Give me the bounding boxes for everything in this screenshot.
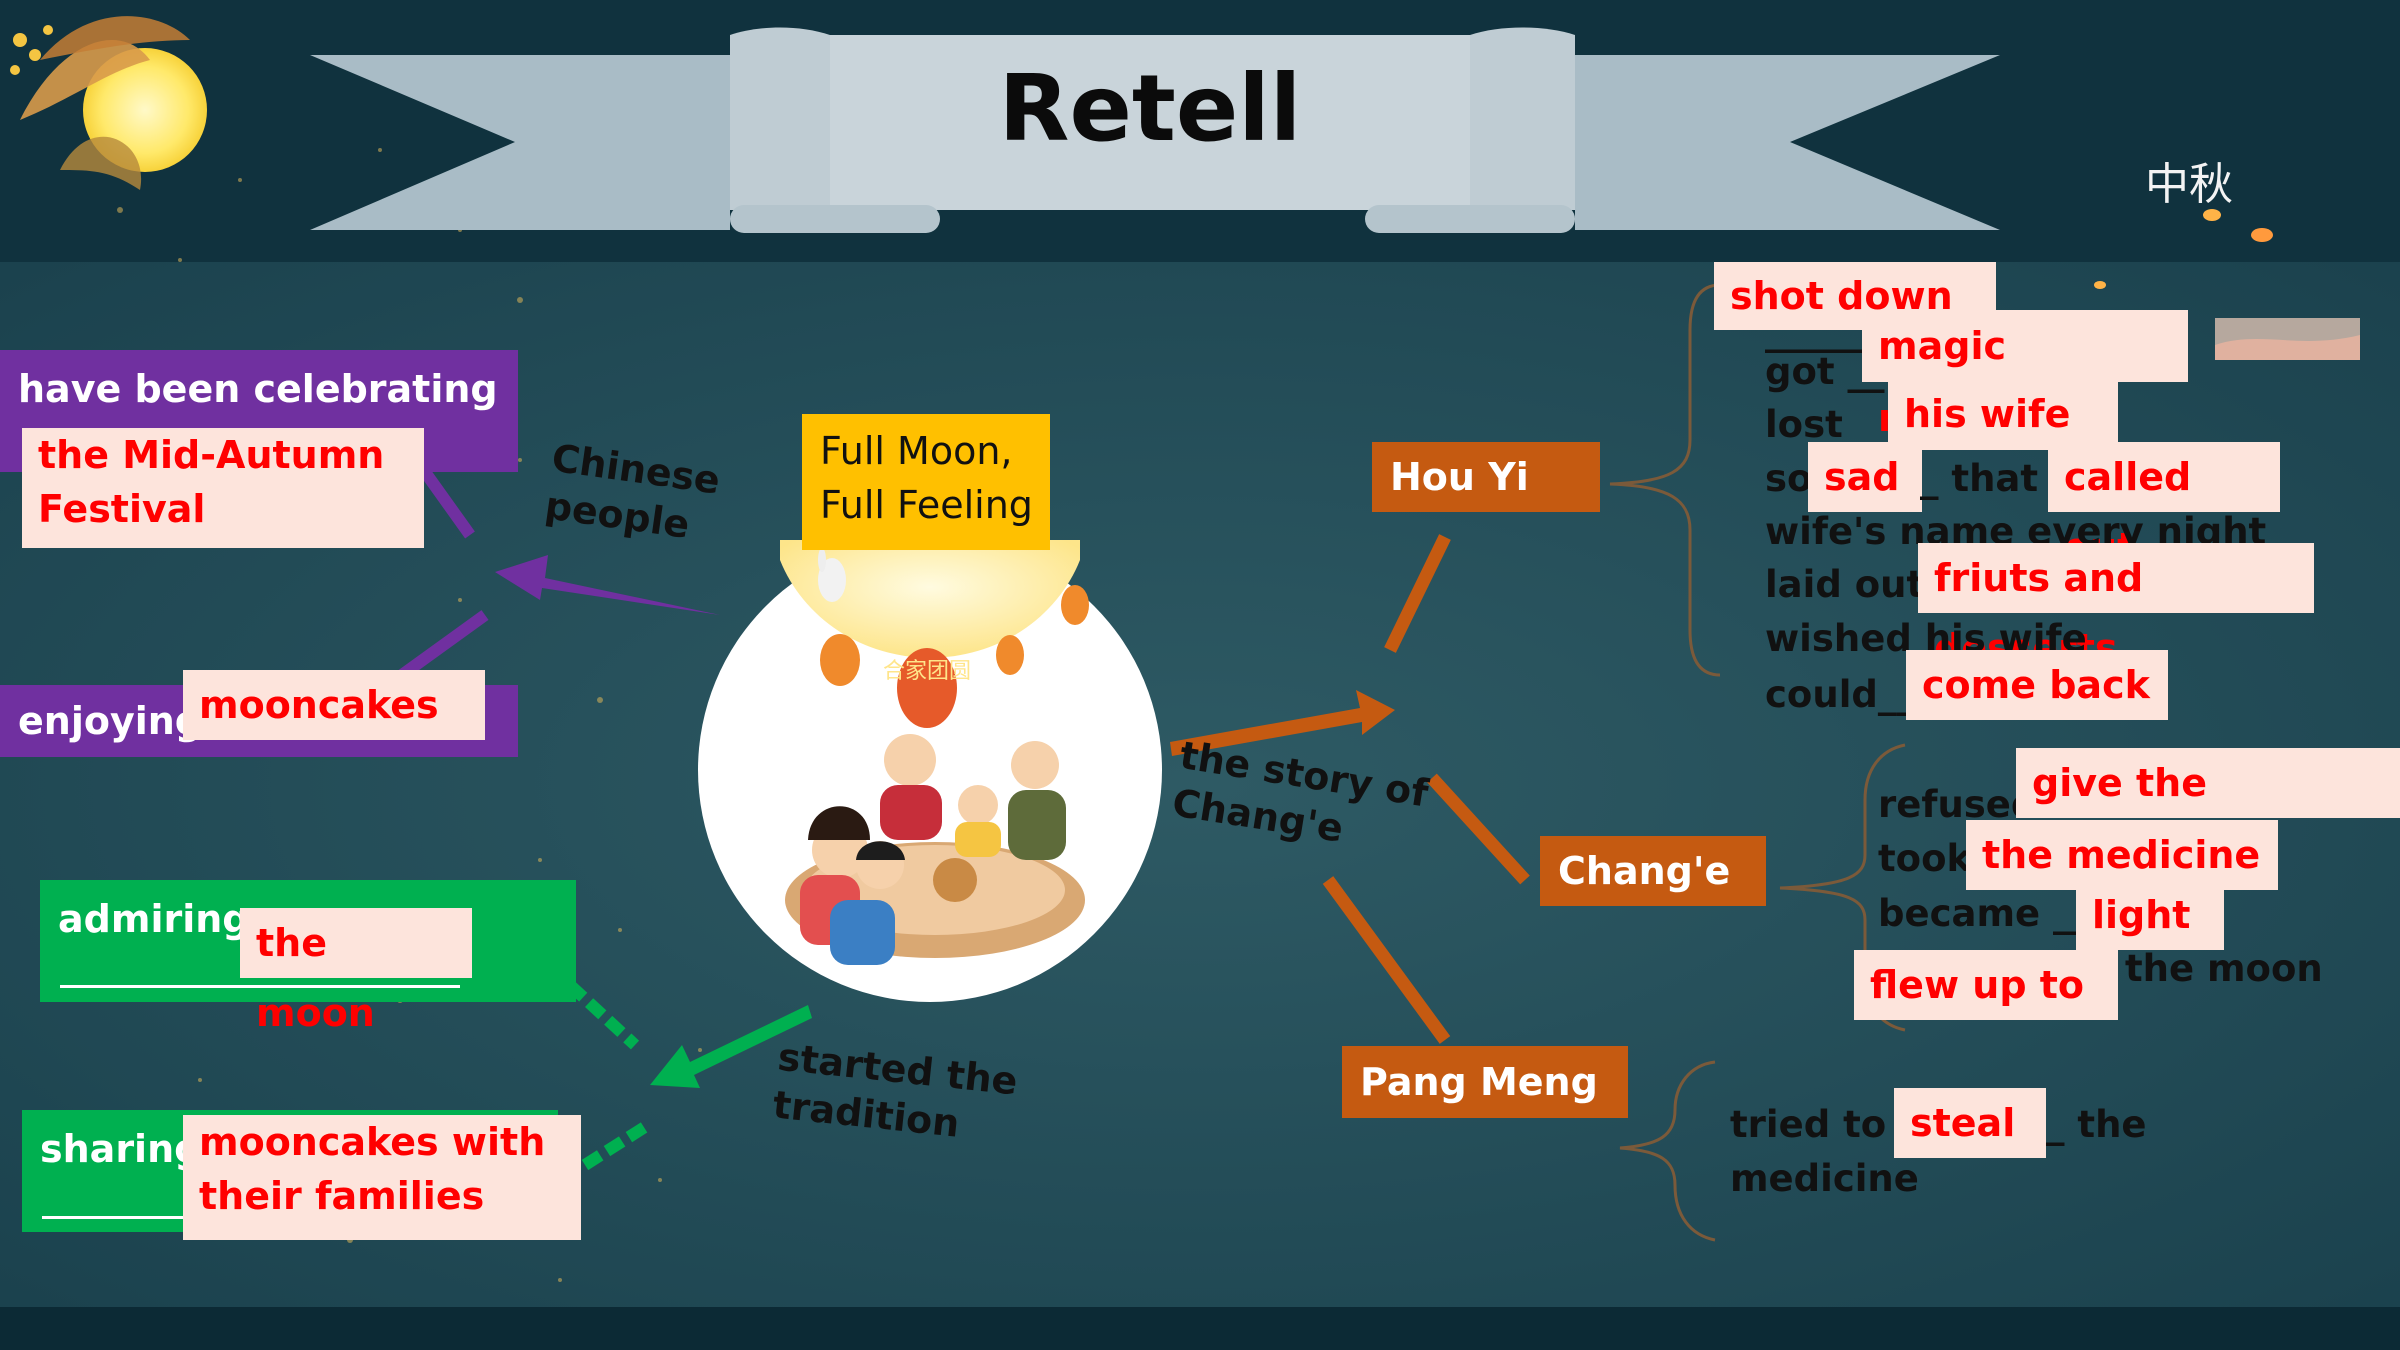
hou-yi-answer-4b: called out bbox=[2048, 442, 2280, 569]
pang-meng-line-2: medicine bbox=[1730, 1157, 1919, 1200]
sharing-answer-line2: their families bbox=[199, 1174, 485, 1218]
pang-meng-answer: steal bbox=[1894, 1088, 2046, 1158]
change-line-2: took bbox=[1878, 837, 1972, 880]
admiring-answer: the moon bbox=[240, 908, 472, 1035]
svg-text:合家团圆: 合家团圆 bbox=[883, 659, 971, 684]
page-title: Retell bbox=[998, 55, 1302, 162]
hou-yi-answer-3: his wife bbox=[1888, 378, 2118, 450]
celebrating-answer-line1: the Mid-Autumn bbox=[38, 433, 385, 477]
hou-yi-line-3: lost bbox=[1765, 403, 1843, 446]
change-answer-2: the medicine bbox=[1966, 820, 2278, 890]
sharing-answer: mooncakes with their families bbox=[183, 1115, 581, 1240]
hou-yi-line-8: could__ bbox=[1765, 673, 1915, 716]
pang-meng-box: Pang Meng bbox=[1342, 1046, 1628, 1118]
enjoying-label: enjoying bbox=[18, 699, 203, 743]
change-line-1: refused bbox=[1878, 783, 2038, 826]
celebrating-answer: the Mid-Autumn Festival bbox=[22, 428, 424, 548]
admiring-label: admiring bbox=[58, 897, 250, 941]
celebrating-label: have been celebrating bbox=[18, 367, 498, 411]
sharing-answer-line1: mooncakes with bbox=[199, 1120, 546, 1164]
change-answer-4: flew up to bbox=[1854, 950, 2118, 1020]
logo: 中秋 bbox=[2145, 159, 2233, 210]
sharing-label: sharing bbox=[40, 1127, 202, 1171]
center-caption: Full Moon, Full Feeling bbox=[802, 414, 1050, 550]
change-answer-3: light bbox=[2076, 880, 2224, 950]
admiring-underline bbox=[60, 985, 460, 988]
hou-yi-line-6: laid out bbox=[1765, 563, 1925, 606]
celebrating-answer-line2: Festival bbox=[38, 487, 206, 531]
change-box: Chang'e bbox=[1540, 836, 1766, 906]
hou-yi-answer-6: friuts and desserts bbox=[1918, 543, 2314, 670]
center-caption-line2: Full Feeling bbox=[820, 483, 1033, 527]
hou-yi-line-4a: so bbox=[1765, 457, 1813, 500]
center-caption-line1: Full Moon, bbox=[820, 429, 1013, 473]
pang-meng-line-1-prefix: tried to _ bbox=[1730, 1103, 1918, 1146]
change-line-3: became __ bbox=[1878, 892, 2091, 935]
pang-meng-line-1-suffix: _ the bbox=[2046, 1103, 2147, 1146]
sharing-underline bbox=[42, 1216, 202, 1219]
hou-yi-answer-4a: sad bbox=[1808, 442, 1922, 512]
hou-yi-box: Hou Yi bbox=[1372, 442, 1600, 512]
hou-yi-answer-2: magic medicine bbox=[1862, 310, 2188, 440]
hou-yi-answer-8: come back bbox=[1906, 650, 2168, 720]
enjoying-answer: mooncakes bbox=[183, 670, 485, 740]
change-answer-1: give the medicine bbox=[2016, 748, 2400, 875]
change-line-4: the moon bbox=[2125, 947, 2323, 990]
